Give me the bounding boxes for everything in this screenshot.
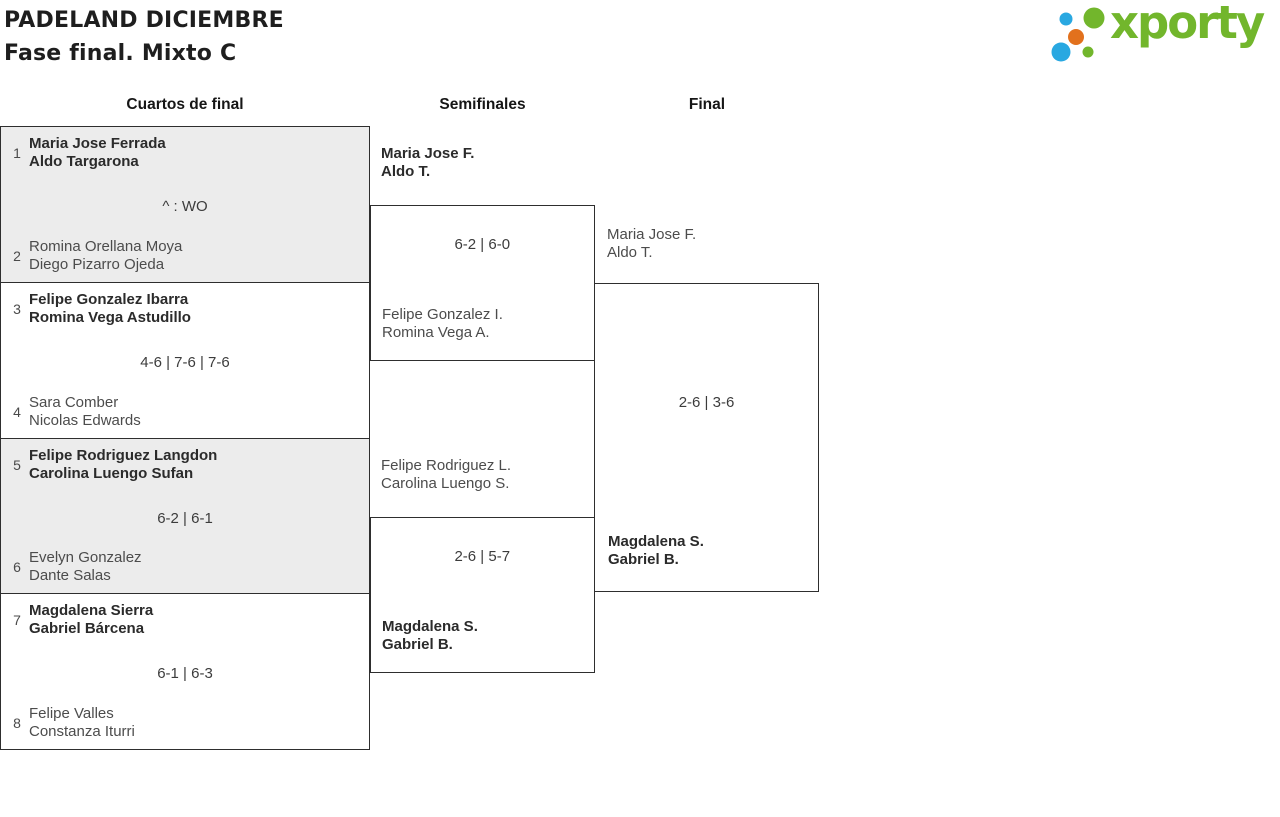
team-names: Magdalena S. Gabriel B. <box>608 533 704 568</box>
match-score: 2-6 | 3-6 <box>678 394 735 411</box>
xporty-logo[interactable]: xporty <box>1044 0 1276 68</box>
round-header-semifinales: Semifinales <box>439 96 526 113</box>
qf3-team-bottom: 6 Evelyn Gonzalez Dante Salas <box>9 549 142 585</box>
qf1-team-top: 1 Maria Jose Ferrada Aldo Targarona <box>9 135 166 171</box>
match-score: 2-6 | 5-7 <box>454 548 511 565</box>
tournament-name: PADELAND DICIEMBRE <box>4 8 284 33</box>
team-names: Maria Jose F. Aldo T. <box>607 226 697 261</box>
sf2-team-bottom: Magdalena S. Gabriel B. <box>378 618 478 654</box>
quarterfinals-column: 1 Maria Jose Ferrada Aldo Targarona ^ : … <box>0 126 370 750</box>
match-score: 6-2 | 6-0 <box>454 236 511 253</box>
seed-number: 1 <box>13 145 21 161</box>
match-score: 6-1 | 6-3 <box>157 665 213 683</box>
qf4-team-bottom: 8 Felipe Valles Constanza Iturri <box>9 705 135 741</box>
logo-dots-icon <box>1051 7 1105 62</box>
qf-match-1: 1 Maria Jose Ferrada Aldo Targarona ^ : … <box>1 127 369 282</box>
round-header-cuartos: Cuartos de final <box>126 96 244 113</box>
team-names: Felipe Rodriguez Langdon Carolina Luengo… <box>29 446 218 482</box>
team-names: Felipe Gonzalez Ibarra Romina Vega Astud… <box>29 290 191 326</box>
team-names: Maria Jose F. Aldo T. <box>381 145 475 180</box>
match-score: 6-2 | 6-1 <box>157 509 213 527</box>
team-names: Felipe Valles Constanza Iturri <box>29 705 135 740</box>
match-score: 4-6 | 7-6 | 7-6 <box>140 353 230 371</box>
qf4-team-top: 7 Magdalena Sierra Gabriel Bárcena <box>9 602 153 638</box>
phase-category: Fase final. Mixto C <box>4 41 237 66</box>
qf3-team-top: 5 Felipe Rodriguez Langdon Carolina Luen… <box>9 447 217 483</box>
logo-wordmark: xporty <box>1110 0 1265 49</box>
final-match: 2-6 | 3-6 Magdalena S. Gabriel B. <box>594 283 819 592</box>
qf-match-3: 5 Felipe Rodriguez Langdon Carolina Luen… <box>1 437 369 594</box>
sf1-team-bottom: Felipe Gonzalez I. Romina Vega A. <box>378 306 503 342</box>
seed-number: 7 <box>13 612 21 629</box>
sf1-team-top: Maria Jose F. Aldo T. <box>377 145 474 181</box>
seed-number: 2 <box>13 247 21 264</box>
team-names: Felipe Rodriguez L. Carolina Luengo S. <box>381 457 512 492</box>
team-names: Sara Comber Nicolas Edwards <box>29 393 141 429</box>
seed-number: 6 <box>13 559 21 576</box>
team-names: Evelyn Gonzalez Dante Salas <box>29 549 142 585</box>
seed-number: 8 <box>13 715 21 731</box>
qf-match-2: 3 Felipe Gonzalez Ibarra Romina Vega Ast… <box>1 281 369 438</box>
match-score: ^ : WO <box>162 198 208 215</box>
seed-number: 4 <box>13 403 21 420</box>
sf-match-2: 2-6 | 5-7 Magdalena S. Gabriel B. <box>370 517 595 673</box>
qf-match-4: 7 Magdalena Sierra Gabriel Bárcena 6-1 |… <box>1 593 369 749</box>
seed-number: 3 <box>13 300 21 317</box>
final-team-top: Maria Jose F. Aldo T. <box>603 226 696 262</box>
final-team-bottom: Magdalena S. Gabriel B. <box>604 533 704 569</box>
seed-number: 5 <box>13 456 21 473</box>
team-names: Felipe Gonzalez I. Romina Vega A. <box>382 306 503 341</box>
sf2-team-top: Felipe Rodriguez L. Carolina Luengo S. <box>377 457 511 493</box>
qf1-team-bottom: 2 Romina Orellana Moya Diego Pizarro Oje… <box>9 238 182 274</box>
team-names: Magdalena S. Gabriel B. <box>382 618 478 653</box>
qf2-team-top: 3 Felipe Gonzalez Ibarra Romina Vega Ast… <box>9 291 191 327</box>
team-names: Maria Jose Ferrada Aldo Targarona <box>29 135 166 170</box>
team-names: Romina Orellana Moya Diego Pizarro Ojeda <box>29 237 183 273</box>
qf2-team-bottom: 4 Sara Comber Nicolas Edwards <box>9 394 141 430</box>
round-header-final: Final <box>688 96 726 113</box>
sf-match-1: 6-2 | 6-0 Felipe Gonzalez I. Romina Vega… <box>370 205 595 361</box>
team-names: Magdalena Sierra Gabriel Bárcena <box>29 602 154 638</box>
page-title: PADELAND DICIEMBRE Fase final. Mixto C <box>4 4 284 70</box>
